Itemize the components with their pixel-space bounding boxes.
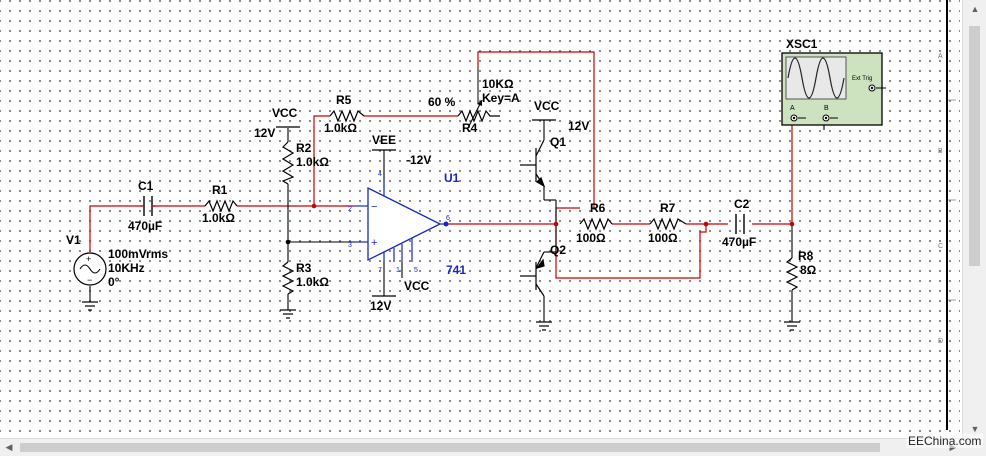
r7-label: R7: [660, 201, 676, 215]
u1-pin-5: 5: [414, 267, 418, 274]
vertical-scrollbar[interactable]: ▲ ▼: [962, 0, 986, 438]
r2-vcc-value: 12V: [254, 126, 275, 140]
r3-value: 1.0kΩ: [296, 275, 329, 289]
xsc1-label: XSC1: [786, 37, 818, 51]
horizontal-scroll-thumb[interactable]: [20, 443, 880, 452]
scope-waveform-icon: [787, 57, 845, 99]
v1-ac-source[interactable]: + −: [73, 252, 107, 286]
u1-pin-noninv: 3: [348, 242, 352, 249]
xsc1-channel-a: A: [790, 105, 795, 112]
q1-vcc-label: VCC: [534, 99, 560, 113]
r1-label: R1: [212, 183, 228, 197]
r8-value: 8Ω: [800, 263, 817, 277]
c2-capacitor[interactable]: [735, 214, 745, 234]
junction-dot-r2-r3: [285, 239, 291, 245]
r2-resistor[interactable]: [281, 141, 295, 185]
v1-phase: 0°: [108, 275, 120, 289]
u1-pin-out: 6: [446, 215, 450, 222]
vee-label: VEE: [372, 133, 396, 147]
u1-vcc-value: 12V: [370, 299, 391, 313]
u1-pin-vcc: 7: [378, 267, 382, 274]
u1-model: 741: [446, 263, 466, 277]
r7-value: 100Ω: [648, 231, 678, 245]
r3-resistor[interactable]: [281, 261, 295, 295]
circuit-schematic[interactable]: A B C D: [0, 0, 960, 438]
u1-opamp[interactable]: − +: [354, 180, 446, 262]
c1-value: 470µF: [128, 219, 162, 233]
u1-pin-vee: 4: [378, 171, 382, 178]
q1-vcc-value: 12V: [568, 119, 589, 133]
sheet-border: [946, 0, 948, 430]
r5-resistor[interactable]: [329, 109, 365, 123]
u1-vcc-label: VCC: [404, 279, 430, 293]
red-wires[interactable]: [89, 51, 793, 279]
border-label-d: D: [938, 338, 943, 345]
v1-amplitude: 100mVrms: [108, 247, 168, 261]
r4-label: R4: [462, 121, 478, 135]
r4-value: 10KΩ: [482, 77, 514, 91]
border-label-b: B: [938, 148, 943, 155]
scroll-up-icon[interactable]: ▲: [970, 4, 980, 14]
r2-label: R2: [296, 141, 312, 155]
r8-resistor[interactable]: [785, 257, 799, 291]
c1-capacitor[interactable]: [140, 196, 156, 216]
vee-value: -12V: [406, 153, 431, 167]
r6-label: R6: [590, 201, 606, 215]
r4-potentiometer[interactable]: [457, 109, 500, 123]
r6-resistor[interactable]: [579, 217, 613, 231]
r7-resistor[interactable]: [649, 217, 687, 231]
c2-label: C2: [734, 197, 750, 211]
svg-text:+: +: [86, 254, 91, 264]
u1-pin-inv: 2: [348, 206, 352, 213]
border-label-a: A: [938, 53, 943, 60]
r5-value: 1.0kΩ: [324, 121, 357, 135]
svg-text:−: −: [371, 201, 377, 213]
q1-label: Q1: [550, 135, 566, 149]
ground-symbol-v1: [82, 301, 98, 311]
q2-label: Q2: [550, 243, 566, 257]
xsc1-channel-b: B: [824, 105, 829, 112]
u1-label: U1: [444, 171, 460, 185]
v1-label: V1: [66, 233, 81, 247]
c2-value: 470µF: [722, 235, 756, 249]
r8-label: R8: [798, 249, 814, 263]
q1-transistor[interactable]: [520, 139, 546, 188]
scroll-left-icon[interactable]: ◀: [5, 442, 13, 452]
r1-value: 1.0kΩ: [202, 211, 235, 225]
r5-label: R5: [336, 93, 352, 107]
ground-symbol-r8: [784, 321, 800, 331]
ground-symbol-r3: [280, 309, 296, 319]
r1-resistor[interactable]: [204, 199, 238, 213]
svg-text:−: −: [87, 275, 92, 285]
vertical-scroll-thumb[interactable]: [969, 26, 980, 266]
q2-transistor[interactable]: [520, 251, 545, 297]
r4-key: Key=A: [482, 91, 520, 105]
xsc1-oscilloscope[interactable]: [781, 52, 886, 126]
c1-label: C1: [138, 179, 154, 193]
r2-value: 1.0kΩ: [296, 155, 329, 169]
black-wires[interactable]: [89, 120, 825, 322]
xsc1-ext-trig: Ext Trig: [852, 76, 872, 82]
v1-frequency: 10KHz: [108, 261, 145, 275]
border-label-c: C: [938, 243, 943, 250]
watermark: EEChina.com: [906, 434, 984, 448]
r4-percent: 60 %: [428, 95, 456, 109]
r6-value: 100Ω: [576, 231, 606, 245]
r4-wiper-arrow-icon: [477, 100, 482, 106]
horizontal-scrollbar[interactable]: ◀ ▶: [0, 438, 962, 456]
ground-symbol-q2: [536, 321, 552, 331]
r3-label: R3: [296, 261, 312, 275]
r2-vcc-label: VCC: [272, 106, 298, 120]
u1-pin-1: 1: [396, 267, 400, 274]
sheet-border-labels: A B C D: [938, 53, 956, 345]
scroll-down-icon[interactable]: ▼: [970, 424, 980, 434]
svg-text:+: +: [371, 237, 377, 249]
